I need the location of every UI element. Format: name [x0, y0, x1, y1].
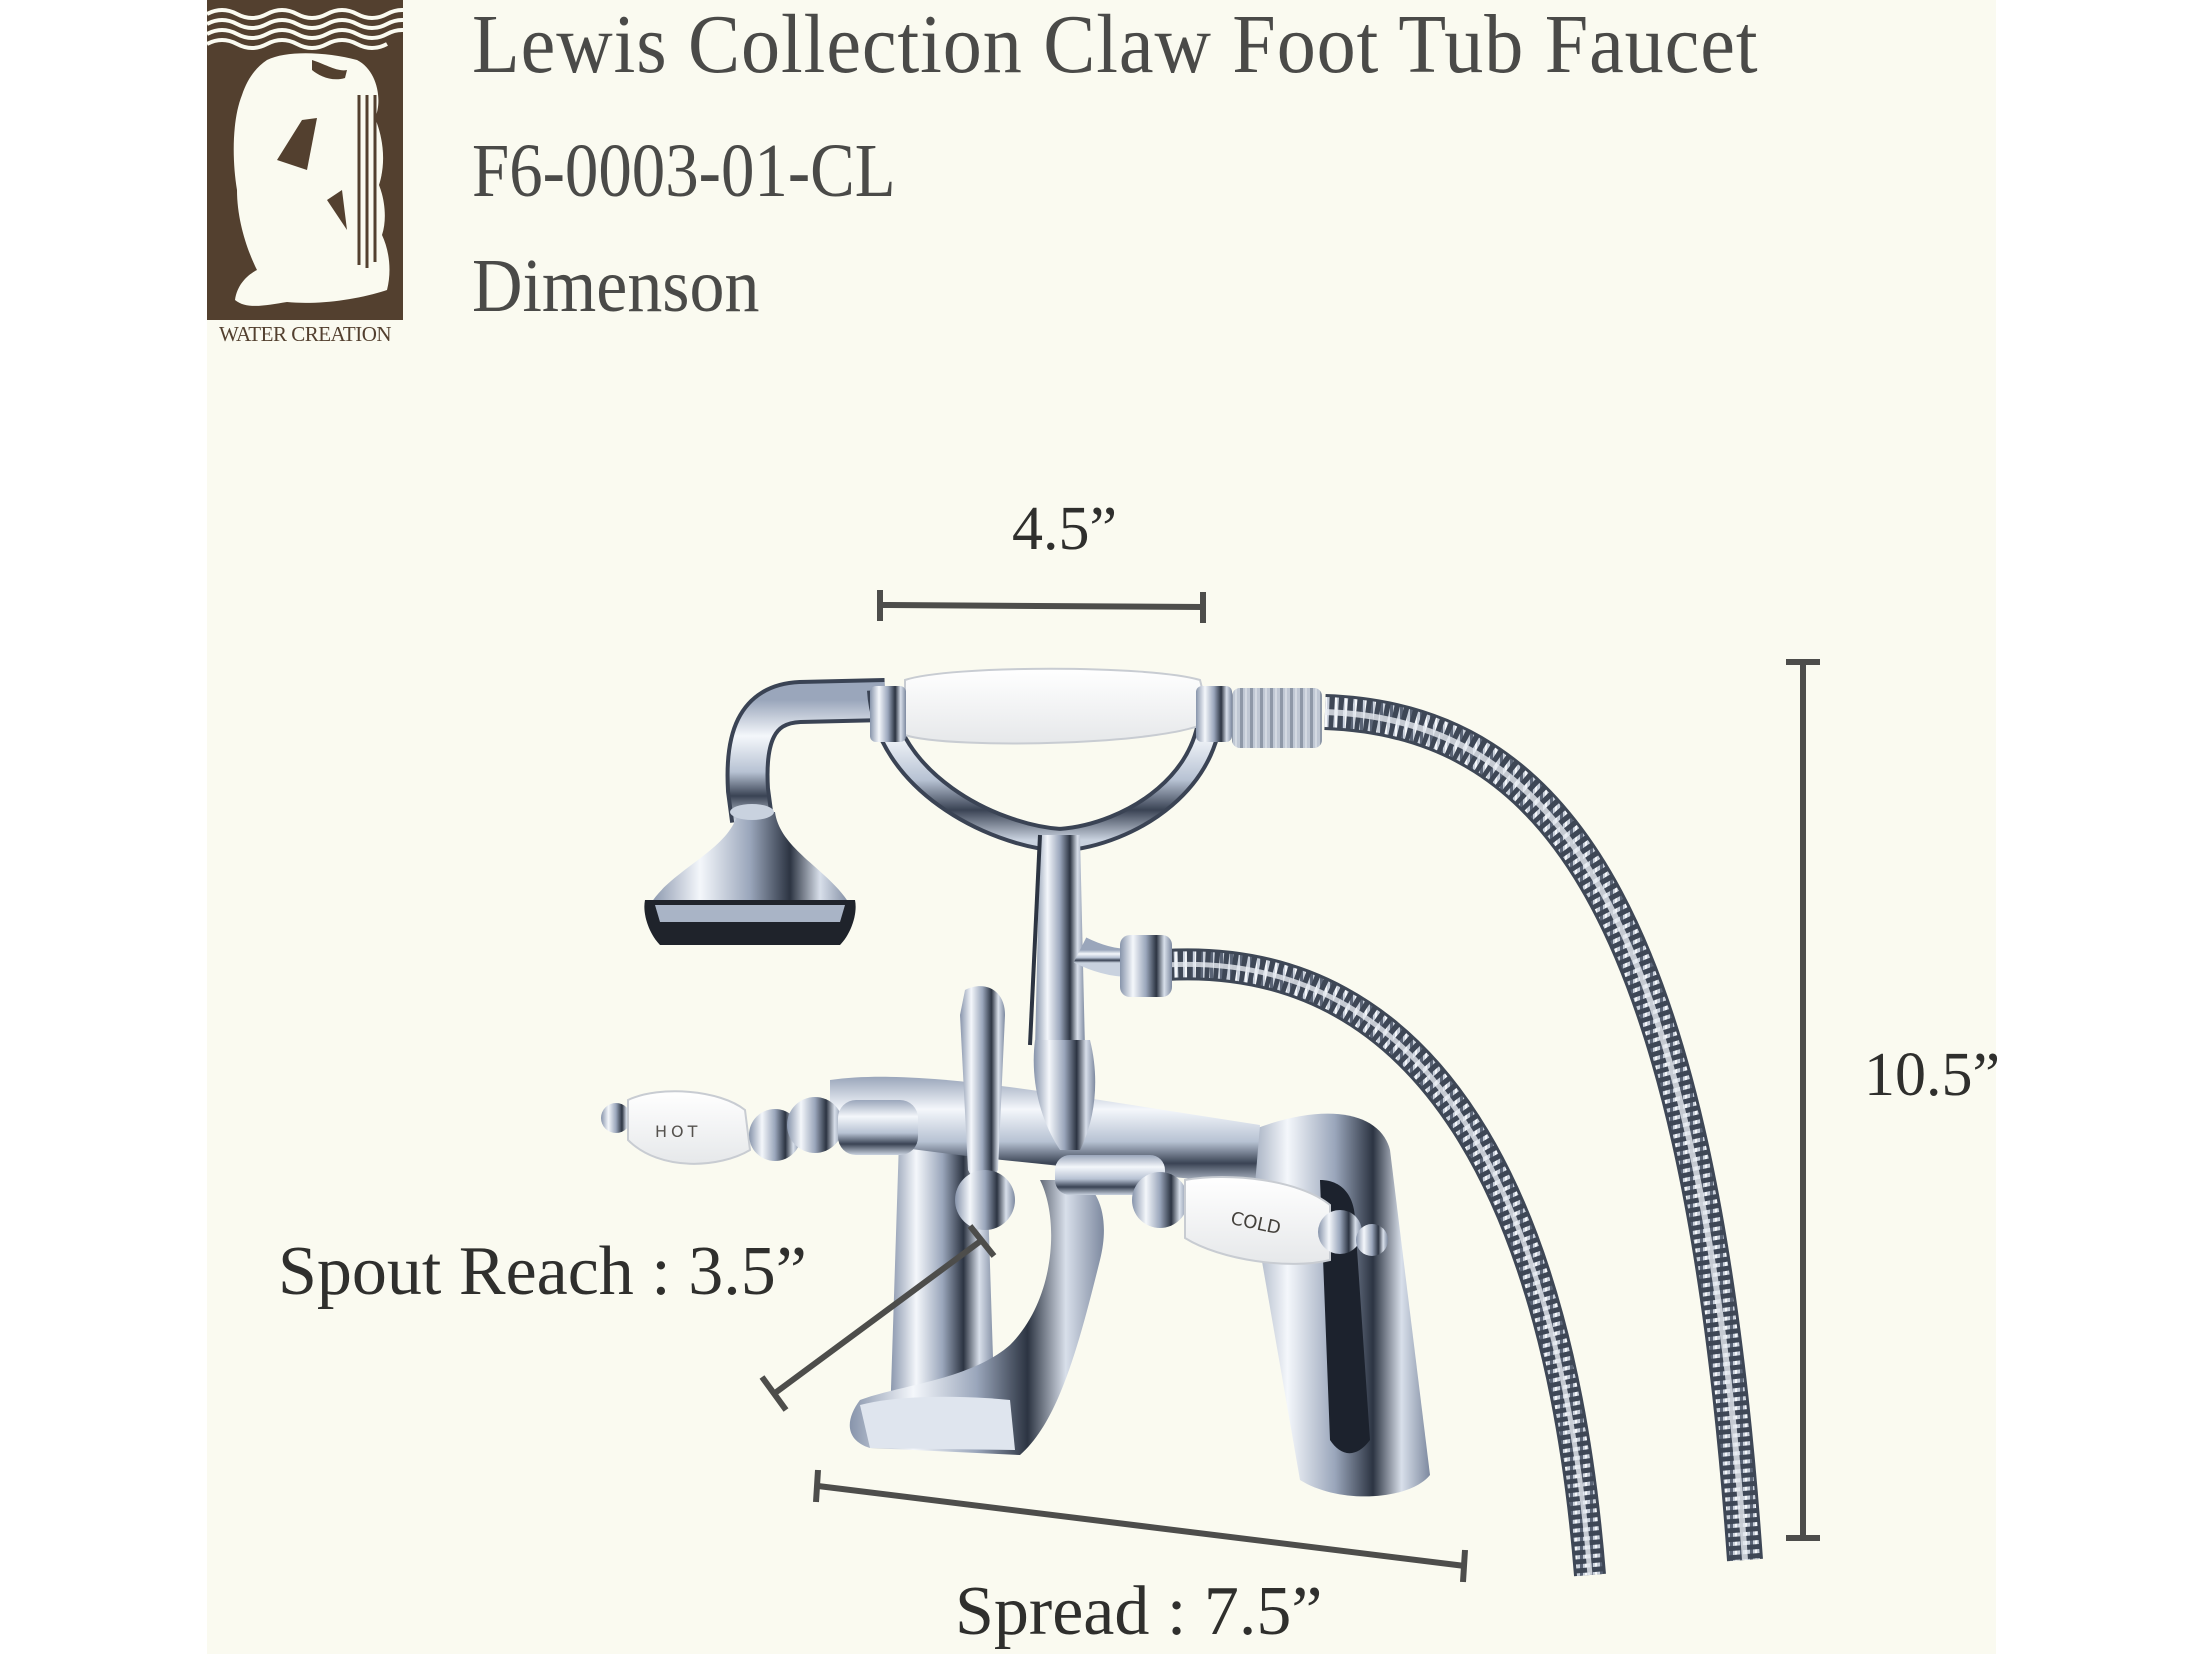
spout-reach-label: Spout Reach : 3.5”	[278, 1233, 807, 1310]
hose-connector	[1073, 935, 1172, 997]
water-creation-logo: WATER CREATION	[207, 0, 403, 346]
shower-hose	[1164, 694, 1763, 1577]
handshower-cradle	[644, 667, 1322, 1050]
model-number: F6-0003-01-CL	[472, 129, 896, 213]
logo-emblem	[207, 0, 403, 320]
product-title: Lewis Collection Claw Foot Tub Faucet	[472, 0, 1759, 91]
kneeling-harpist-icon	[207, 8, 403, 306]
dimension-spout-reach-line	[759, 1224, 997, 1412]
dimension-lines	[759, 590, 1820, 1583]
handshower-width-label: 4.5”	[1012, 495, 1118, 563]
hot-handle: HOT	[601, 1090, 918, 1165]
spread-label: Spread : 7.5”	[955, 1573, 1323, 1650]
height-label: 10.5”	[1864, 1041, 2001, 1109]
cold-handle: COLD	[1055, 1155, 1388, 1265]
svg-text:HOT: HOT	[655, 1122, 701, 1141]
section-subtitle: Dimenson	[472, 244, 760, 328]
brand-name: WATER CREATION	[218, 322, 392, 346]
dimension-10-5-line	[1786, 659, 1820, 1541]
dimension-4-5-line	[877, 590, 1206, 623]
dimension-spread-line	[813, 1469, 1468, 1583]
